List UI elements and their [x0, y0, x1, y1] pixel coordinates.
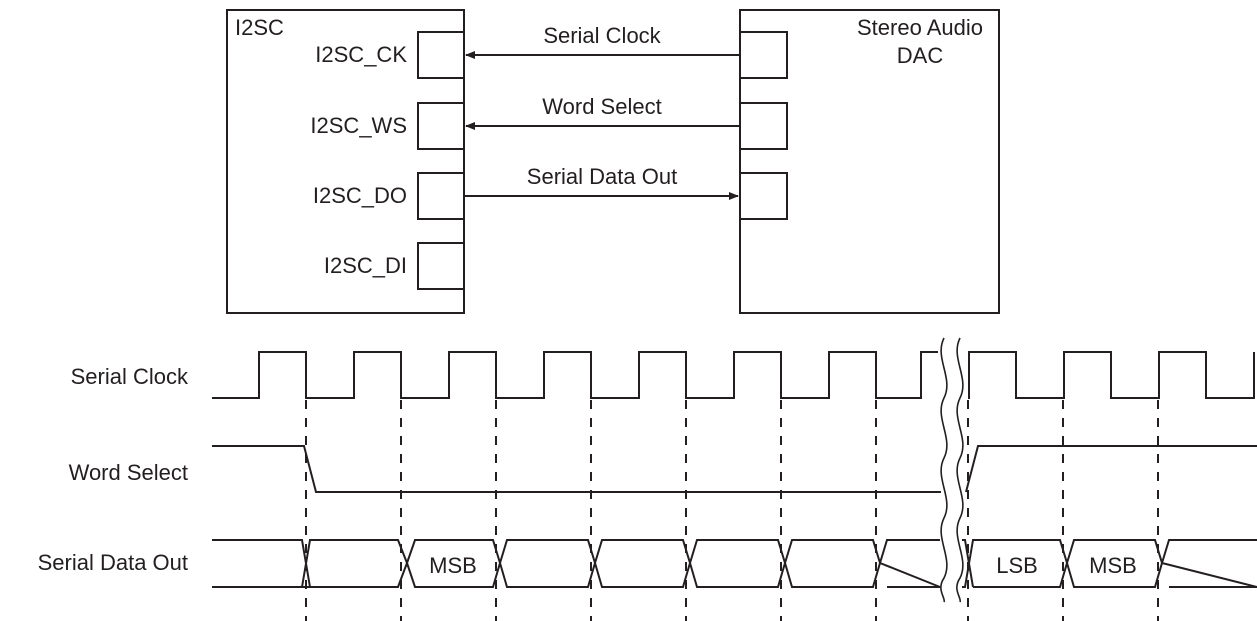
break-squiggle-right: [956, 337, 964, 603]
break-squiggle-left: [940, 337, 948, 603]
pin-box-do: [417, 172, 465, 220]
dac-title-line1: Stereo Audio: [857, 15, 983, 40]
clock-connection-label: Serial Clock: [543, 23, 661, 48]
dac-pin-box-3: [739, 172, 788, 220]
i2sc-outline: [226, 9, 465, 314]
pin-label-di: I2SC_DI: [324, 253, 407, 278]
serial-clock-waveform: [212, 351, 1255, 399]
word-select-waveform: [212, 445, 1257, 493]
data-label-msb-1: MSB: [429, 553, 477, 578]
data-out-connection-label: Serial Data Out: [527, 164, 677, 189]
dac-block: Stereo Audio DAC: [739, 9, 1000, 314]
serial-data-out-waveform: [212, 539, 1257, 588]
dac-pin-box-2: [739, 102, 788, 150]
connections: Serial Clock Word Select Serial Data Out: [464, 23, 740, 200]
word-select-connection-label: Word Select: [542, 94, 661, 119]
data-label-msb-2: MSB: [1089, 553, 1137, 578]
pin-label-ws: I2SC_WS: [310, 113, 407, 138]
timing-label-word-select: Word Select: [69, 460, 188, 485]
dac-pin-box-1: [739, 31, 788, 79]
i2sc-title: I2SC: [235, 15, 284, 40]
data-label-lsb: LSB: [996, 553, 1038, 578]
timing-labels: Serial Clock Word Select Serial Data Out: [38, 364, 189, 575]
timing-label-data-out: Serial Data Out: [38, 550, 188, 575]
timing-label-clock: Serial Clock: [71, 364, 189, 389]
dac-outline: [739, 9, 1000, 314]
pin-label-ck: I2SC_CK: [315, 42, 407, 67]
timing-reference-lines: [305, 400, 1159, 621]
pin-box-ws: [417, 102, 465, 150]
pin-box-ck: [417, 31, 465, 79]
pin-box-di: [417, 242, 465, 290]
timing-break-marks: [940, 337, 964, 603]
pin-label-do: I2SC_DO: [313, 183, 407, 208]
dac-title-line2: DAC: [897, 43, 944, 68]
break-gap: [941, 340, 961, 600]
i2sc-block: I2SC I2SC_CK I2SC_WS I2SC_DO I2SC_DI: [226, 9, 465, 314]
